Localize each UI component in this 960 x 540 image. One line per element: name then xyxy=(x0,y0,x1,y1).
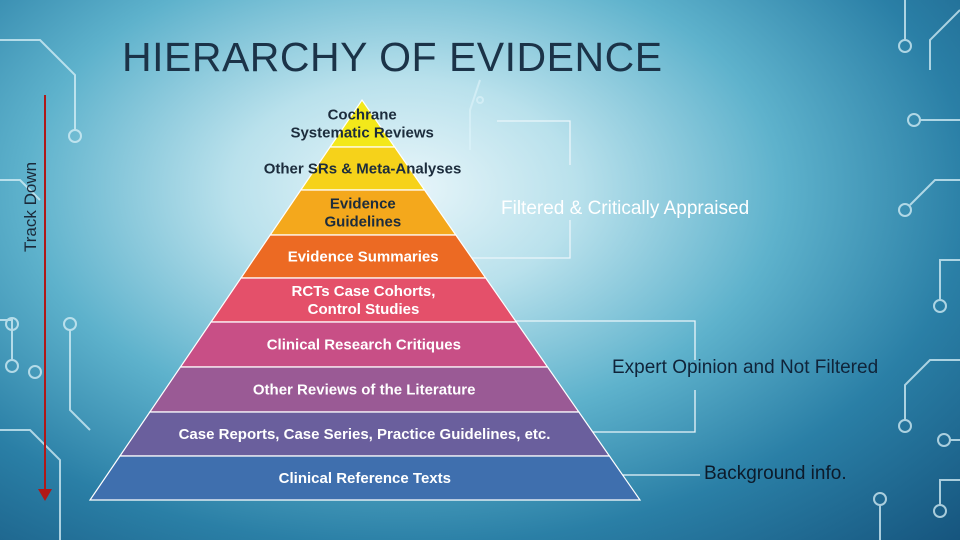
pyramid-tier-1-label: Cochrane xyxy=(328,107,397,124)
pyramid-tier-8-label: Case Reports, Case Series, Practice Guid… xyxy=(179,426,551,443)
slide-title: HIERARCHY OF EVIDENCE xyxy=(122,34,663,80)
group-label-background: Background info. xyxy=(704,463,847,484)
pyramid-tier-9 xyxy=(88,455,642,501)
bracket-filtered-bottom xyxy=(460,220,571,259)
group-label-filtered: Filtered & Critically Appraised xyxy=(501,198,750,219)
track-down-arrow-head xyxy=(38,489,52,501)
group-brackets xyxy=(460,120,700,476)
pyramid-tier-4-label: Evidence Summaries xyxy=(288,249,439,266)
pyramid-tier-5-label: Control Studies xyxy=(308,301,420,318)
pyramid-tier-9-label: Clinical Reference Texts xyxy=(279,470,451,487)
pyramid-tier-7-label: Other Reviews of the Literature xyxy=(253,382,476,399)
pyramid-tier-3-label: Evidence xyxy=(330,196,396,213)
pyramid-tier-5-label: RCTs Case Cohorts, xyxy=(292,283,436,300)
pyramid-tier-2-label: Other SRs & Meta-Analyses xyxy=(264,161,462,178)
pyramid-tier-3-label: Guidelines xyxy=(325,214,402,231)
pyramid-tier-1-label: Systematic Reviews xyxy=(290,125,433,142)
bracket-filtered-top xyxy=(497,120,571,165)
bracket-expert-top xyxy=(515,320,696,360)
bracket-expert-bottom xyxy=(590,390,696,433)
group-label-expert-opinion: Expert Opinion and Not Filtered xyxy=(612,357,879,378)
pyramid-tier-6-label: Clinical Research Critiques xyxy=(267,337,461,354)
track-down-arrow-shaft xyxy=(44,95,46,495)
